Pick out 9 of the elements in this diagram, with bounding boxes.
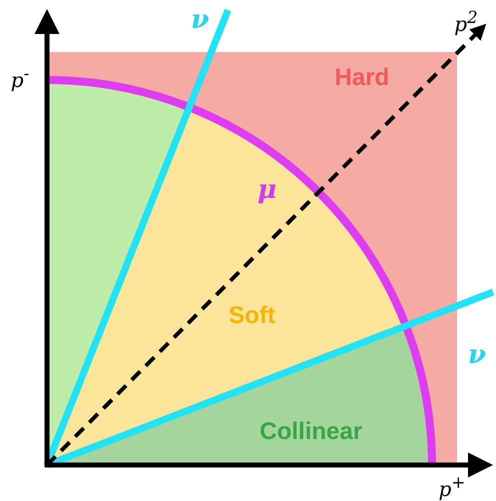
axis-label: p$^{-}$ xyxy=(10,66,30,90)
axis-label: p$^{+}$ xyxy=(438,475,466,499)
scale-label: ν xyxy=(190,7,210,33)
region-label: Soft xyxy=(228,304,276,328)
scale-label: μ xyxy=(257,177,277,203)
region-label: Hard xyxy=(334,66,390,90)
region-label: Collinear xyxy=(260,420,362,444)
scale-label: ν xyxy=(468,342,486,368)
axis-label: p$^{2}$ xyxy=(454,10,478,34)
